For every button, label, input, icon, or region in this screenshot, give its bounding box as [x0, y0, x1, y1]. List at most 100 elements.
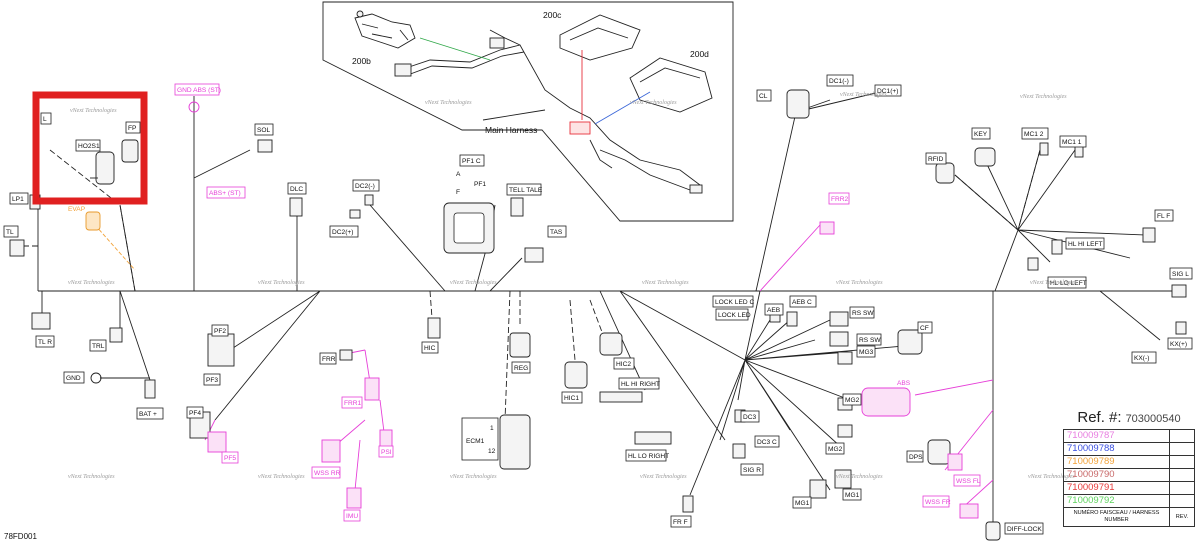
svg-text:MG2: MG2: [828, 446, 843, 453]
hic-connector: [427, 317, 441, 339]
watermark-text: vNext Technologies: [630, 100, 677, 106]
labels: L FP HO2S1 LP1 TL EVAP GND ABS (ST) ABS+…: [3, 74, 1193, 535]
svg-text:DC3 C: DC3 C: [757, 439, 777, 446]
label-pf1: PF1: [474, 181, 486, 188]
mg3-connector: [837, 351, 853, 365]
label-fr-f: FR F: [670, 515, 692, 528]
label-hic2: HIC2: [613, 357, 635, 370]
sub-harness-main: [394, 29, 703, 194]
svg-text:DC3: DC3: [743, 414, 757, 421]
label-hic1: HIC1: [561, 391, 583, 404]
rs-sw-connector-1: [829, 311, 849, 327]
label-cf: CF: [917, 321, 933, 334]
mg1-connector-a: [809, 479, 827, 499]
svg-text:PF1 C: PF1 C: [462, 158, 481, 165]
trl-connector: [109, 327, 123, 343]
harness-number-cell: 710009788: [1063, 442, 1170, 456]
label-wss-rr: WSS RR: [311, 466, 341, 479]
label-tl-r: TL R: [35, 335, 55, 348]
svg-text:WSS RR: WSS RR: [314, 470, 341, 477]
harness-number-label: NUMÉRO FAISCEAU / HARNESS NUMBER: [1063, 507, 1170, 527]
mg1-connector-b: [834, 469, 852, 489]
table-footer: NUMÉRO FAISCEAU / HARNESS NUMBER REV.: [1063, 507, 1195, 527]
rfid-connector: [935, 162, 955, 184]
svg-text:RFID: RFID: [928, 156, 944, 163]
svg-text:DC2(-): DC2(-): [355, 183, 375, 190]
sig-r-connector: [732, 443, 746, 459]
label-dlc: DLC: [287, 182, 307, 195]
watermark-text: vNext Technologies: [450, 474, 497, 480]
label-aeb: AEB: [764, 303, 784, 316]
label-mc11: MC1 1: [1059, 135, 1087, 148]
label-ho2s1: HO2S1: [75, 139, 101, 152]
cf-connector: [897, 329, 923, 355]
frr1-connector: [364, 377, 380, 401]
kx-connector: [1175, 321, 1187, 335]
label-key: KEY: [971, 127, 991, 140]
table-row: 710009792: [1063, 494, 1195, 508]
label-frr1: FRR1: [341, 396, 363, 409]
harness-number-cell: 710009787: [1063, 429, 1170, 443]
label-gnd: GND: [63, 371, 85, 384]
tl-r-connector: [31, 312, 51, 330]
svg-text:HIC2: HIC2: [616, 361, 631, 368]
frr-connector: [339, 349, 353, 361]
reference-title: Ref. #:703000540: [1063, 407, 1195, 429]
reference-number: 703000540: [1125, 413, 1181, 425]
pf1-connector: [443, 202, 495, 254]
highlight-box: [32, 91, 148, 205]
svg-text:PF5: PF5: [224, 455, 236, 462]
watermark-text: vNext Technologies: [840, 92, 887, 98]
harness-number-cell: 710009791: [1063, 481, 1170, 495]
svg-text:MC1 1: MC1 1: [1062, 139, 1082, 146]
svg-text:IMU: IMU: [346, 513, 358, 520]
rev-cell: [1169, 481, 1195, 495]
evap-connector: [85, 211, 101, 231]
svg-text:TL R: TL R: [38, 339, 52, 346]
svg-text:WSS FL: WSS FL: [956, 478, 981, 485]
pf2-pf3-connector: [207, 333, 235, 367]
svg-text:KX(-): KX(-): [1134, 355, 1149, 362]
label-dc2-plus: DC2(+): [329, 225, 359, 238]
svg-text:HIC: HIC: [424, 345, 436, 352]
harness-number-cell: 710009789: [1063, 455, 1170, 469]
svg-text:MG1: MG1: [795, 500, 810, 507]
label-frr: FRR: [319, 352, 337, 365]
label-tas: TAS: [547, 225, 567, 238]
watermark-text: vNext Technologies: [450, 280, 497, 286]
svg-text:GND ABS (ST): GND ABS (ST): [177, 87, 221, 94]
label-fl-f: FL F: [1154, 209, 1174, 222]
svg-text:KX(+): KX(+): [1170, 341, 1187, 348]
watermark-text: vNext Technologies: [836, 474, 883, 480]
svg-text:FR F: FR F: [673, 519, 688, 526]
svg-text:REG: REG: [514, 365, 528, 372]
diff-lock-connector: [985, 521, 1001, 541]
svg-text:DC1(-): DC1(-): [829, 78, 849, 85]
gnd-abs-eyelet: [188, 101, 200, 113]
ecm1-connector: [499, 414, 531, 470]
svg-text:MG3: MG3: [859, 349, 874, 356]
label-l: L: [40, 112, 52, 125]
svg-text:SIG R: SIG R: [743, 467, 761, 474]
label-dc3-c: DC3 C: [754, 435, 780, 448]
label-kx-plus: KX(+): [1167, 337, 1193, 350]
table-row: 710009788: [1063, 442, 1195, 456]
dps-connector: [927, 439, 951, 465]
bat-plus-terminal: [144, 379, 156, 399]
svg-text:HL HI LEFT: HL HI LEFT: [1068, 241, 1103, 248]
svg-text:AEB C: AEB C: [792, 299, 812, 306]
label-dc1-plus: DC1(+): [874, 84, 902, 97]
svg-text:SIG L: SIG L: [1172, 271, 1189, 278]
svg-text:LP1: LP1: [12, 196, 24, 203]
label-dc2-minus: DC2(-): [352, 179, 380, 192]
svg-text:MC1 2: MC1 2: [1024, 131, 1044, 138]
label-wss-fr: WSS FR: [922, 495, 951, 508]
svg-text:FRR1: FRR1: [344, 400, 362, 407]
label-frr2: FRR2: [828, 192, 850, 205]
label-mg2-b: MG2: [825, 442, 845, 455]
ho2s1-sensor: [90, 151, 115, 185]
watermark-text: vNext Technologies: [1020, 94, 1067, 100]
svg-text:HIC1: HIC1: [564, 395, 579, 402]
table-row: 710009789: [1063, 455, 1195, 469]
